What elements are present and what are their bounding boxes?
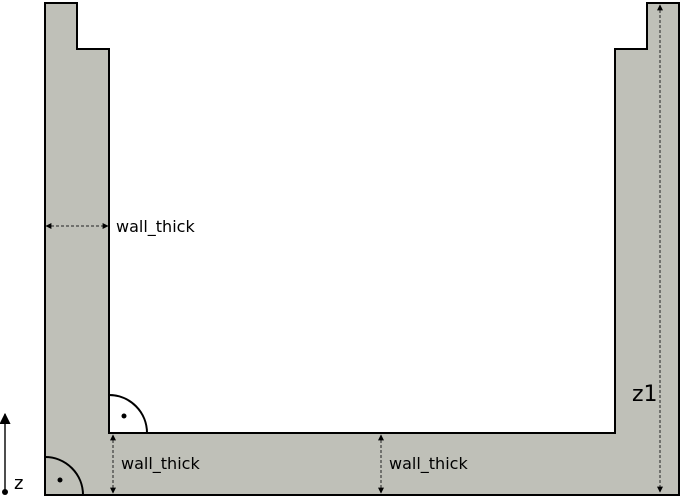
wall-thick-bottom-left-label: wall_thick [121,454,200,474]
inner-corner-angle-marker [108,394,148,434]
outer-corner-angle-marker [44,456,84,496]
z-axis [0,412,11,495]
wall-thick-left-label: wall_thick [116,217,195,237]
z1-label: z1 [632,382,658,407]
z-axis-label: z [14,473,23,494]
wall-section [44,2,680,496]
wall-thick-bottom-mid-label: wall_thick [389,454,468,474]
